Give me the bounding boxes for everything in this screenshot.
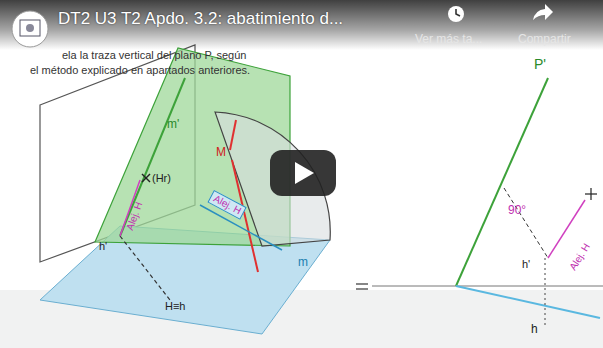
point-label: h [531,323,538,337]
button-label: Ver más ta... [415,33,482,47]
line-label: m [298,256,308,270]
note-text: el método explicado en apartados anterio… [30,64,250,77]
angle-label: 90° [508,204,526,218]
dimension-label: Alej. H [566,240,593,274]
point-label: h' [522,258,530,271]
note-text: ela la traza vertical del plano P, según [62,49,246,62]
point-label: h' [99,240,107,253]
point-label: (Hr) [152,172,171,185]
button-label: Compartir [518,33,571,47]
dimension-label: Alej. H [124,200,145,232]
line-label: M [216,146,226,160]
video-title: DT2 U3 T2 Apdo. 3.2: abatimiento d... [58,9,343,29]
point-label: H≡h [165,300,185,313]
line-label: m' [167,118,179,132]
dimension-label: Alej. H [208,190,247,220]
trace-label: P' [534,56,546,72]
